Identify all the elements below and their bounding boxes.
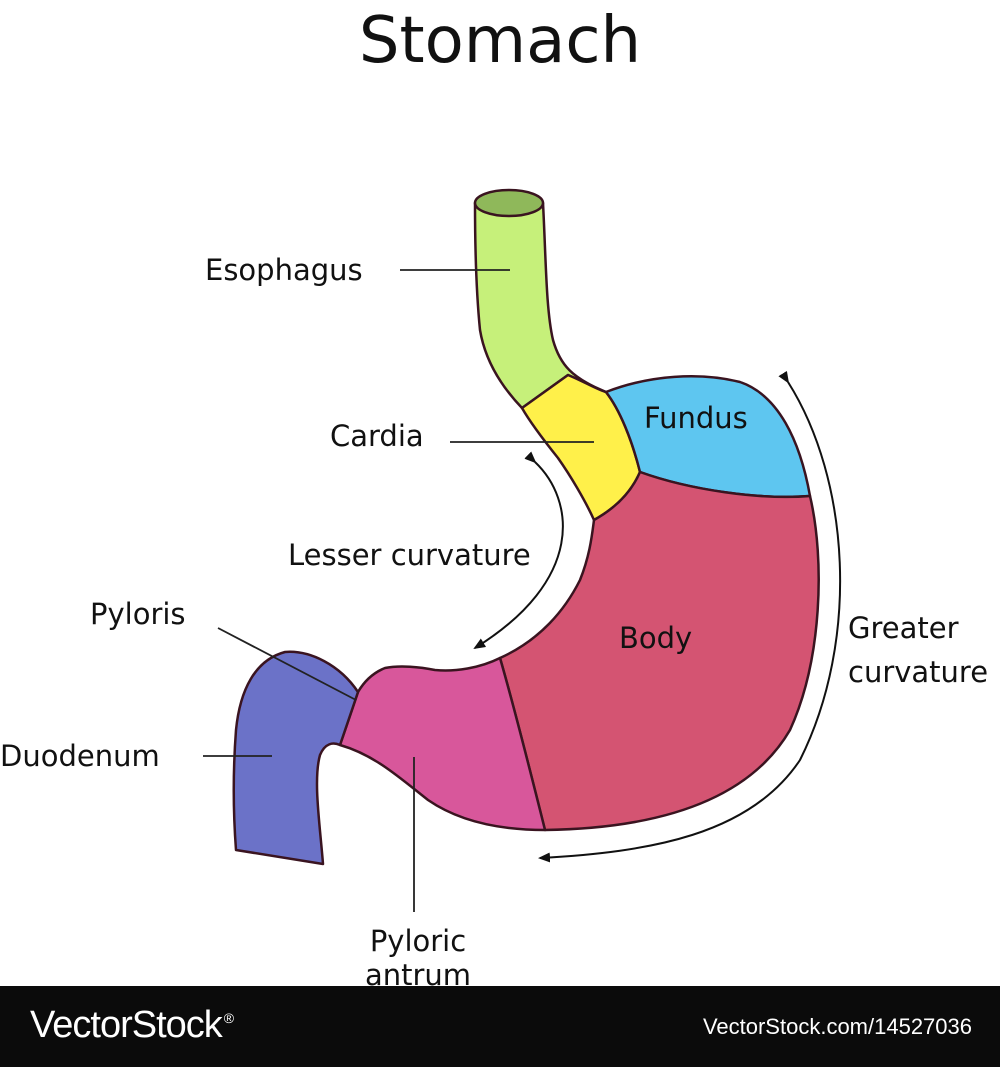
label-greater-curvature-line2: curvature <box>848 655 988 689</box>
brand-name: VectorStock <box>30 1004 223 1046</box>
label-lesser-curvature: Lesser curvature <box>288 538 531 572</box>
pyloris-leader <box>217 627 357 701</box>
label-body: Body <box>619 621 692 655</box>
registered-mark: ® <box>223 1010 234 1027</box>
label-pyloric-antrum-line1: Pyloric <box>370 924 466 958</box>
page-title: Stomach <box>359 4 641 78</box>
greater-curvature-arrow <box>538 370 842 863</box>
label-cardia: Cardia <box>330 419 424 453</box>
label-pyloris: Pyloris <box>90 597 186 631</box>
esophagus-region <box>473 201 608 410</box>
esophagus-opening <box>473 188 545 218</box>
label-duodenum: Duodenum <box>0 739 160 773</box>
vectorstock-logo: VectorStock® <box>30 1004 234 1047</box>
watermark-footer: VectorStock® VectorStock.com/14527036 <box>0 986 1000 1067</box>
stock-image-id: VectorStock.com/14527036 <box>702 1014 972 1039</box>
label-greater-curvature-line1: Greater <box>848 611 959 645</box>
label-fundus: Fundus <box>644 401 748 435</box>
duodenum-region <box>232 650 360 866</box>
label-esophagus: Esophagus <box>205 253 363 287</box>
